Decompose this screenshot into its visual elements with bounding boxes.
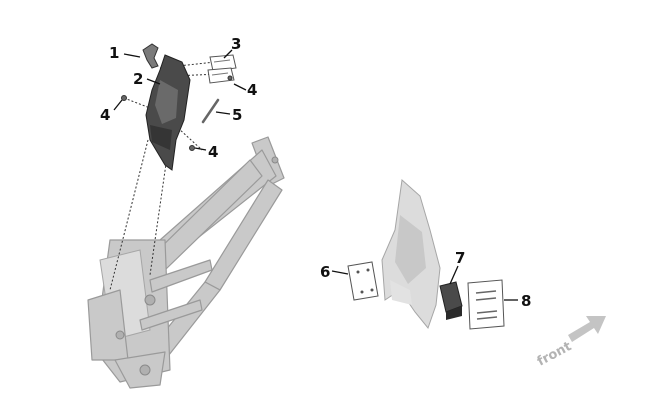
callout-6: 6 bbox=[320, 263, 330, 281]
callout-1: 1 bbox=[109, 44, 119, 62]
callout-4-upper: 4 bbox=[247, 81, 257, 99]
part-6-sticker bbox=[347, 261, 379, 301]
callout-3: 3 bbox=[231, 35, 241, 53]
front-direction-arrow: front bbox=[535, 316, 606, 370]
part-2-mounting-plate bbox=[145, 54, 191, 171]
callout-7: 7 bbox=[455, 249, 465, 267]
part-7-dark-box bbox=[439, 281, 463, 320]
callout-5: 5 bbox=[232, 106, 242, 124]
callout-4-lower: 4 bbox=[208, 143, 218, 161]
part-1-bracket bbox=[142, 43, 159, 69]
leader-lines bbox=[113, 49, 518, 301]
callout-numbers: 1 2 3 4 4 4 5 6 7 8 bbox=[100, 35, 531, 310]
callout-8: 8 bbox=[521, 292, 531, 310]
motorcycle-frame bbox=[87, 136, 285, 389]
callout-4-left: 4 bbox=[100, 106, 110, 124]
part-4-bolts bbox=[121, 75, 233, 151]
front-label: front bbox=[535, 339, 574, 369]
part-8-label bbox=[467, 279, 505, 330]
part-3-sticker bbox=[207, 54, 237, 84]
side-cover-assembly bbox=[381, 179, 441, 330]
part-5-rod bbox=[201, 98, 220, 124]
callout-2: 2 bbox=[133, 70, 143, 88]
